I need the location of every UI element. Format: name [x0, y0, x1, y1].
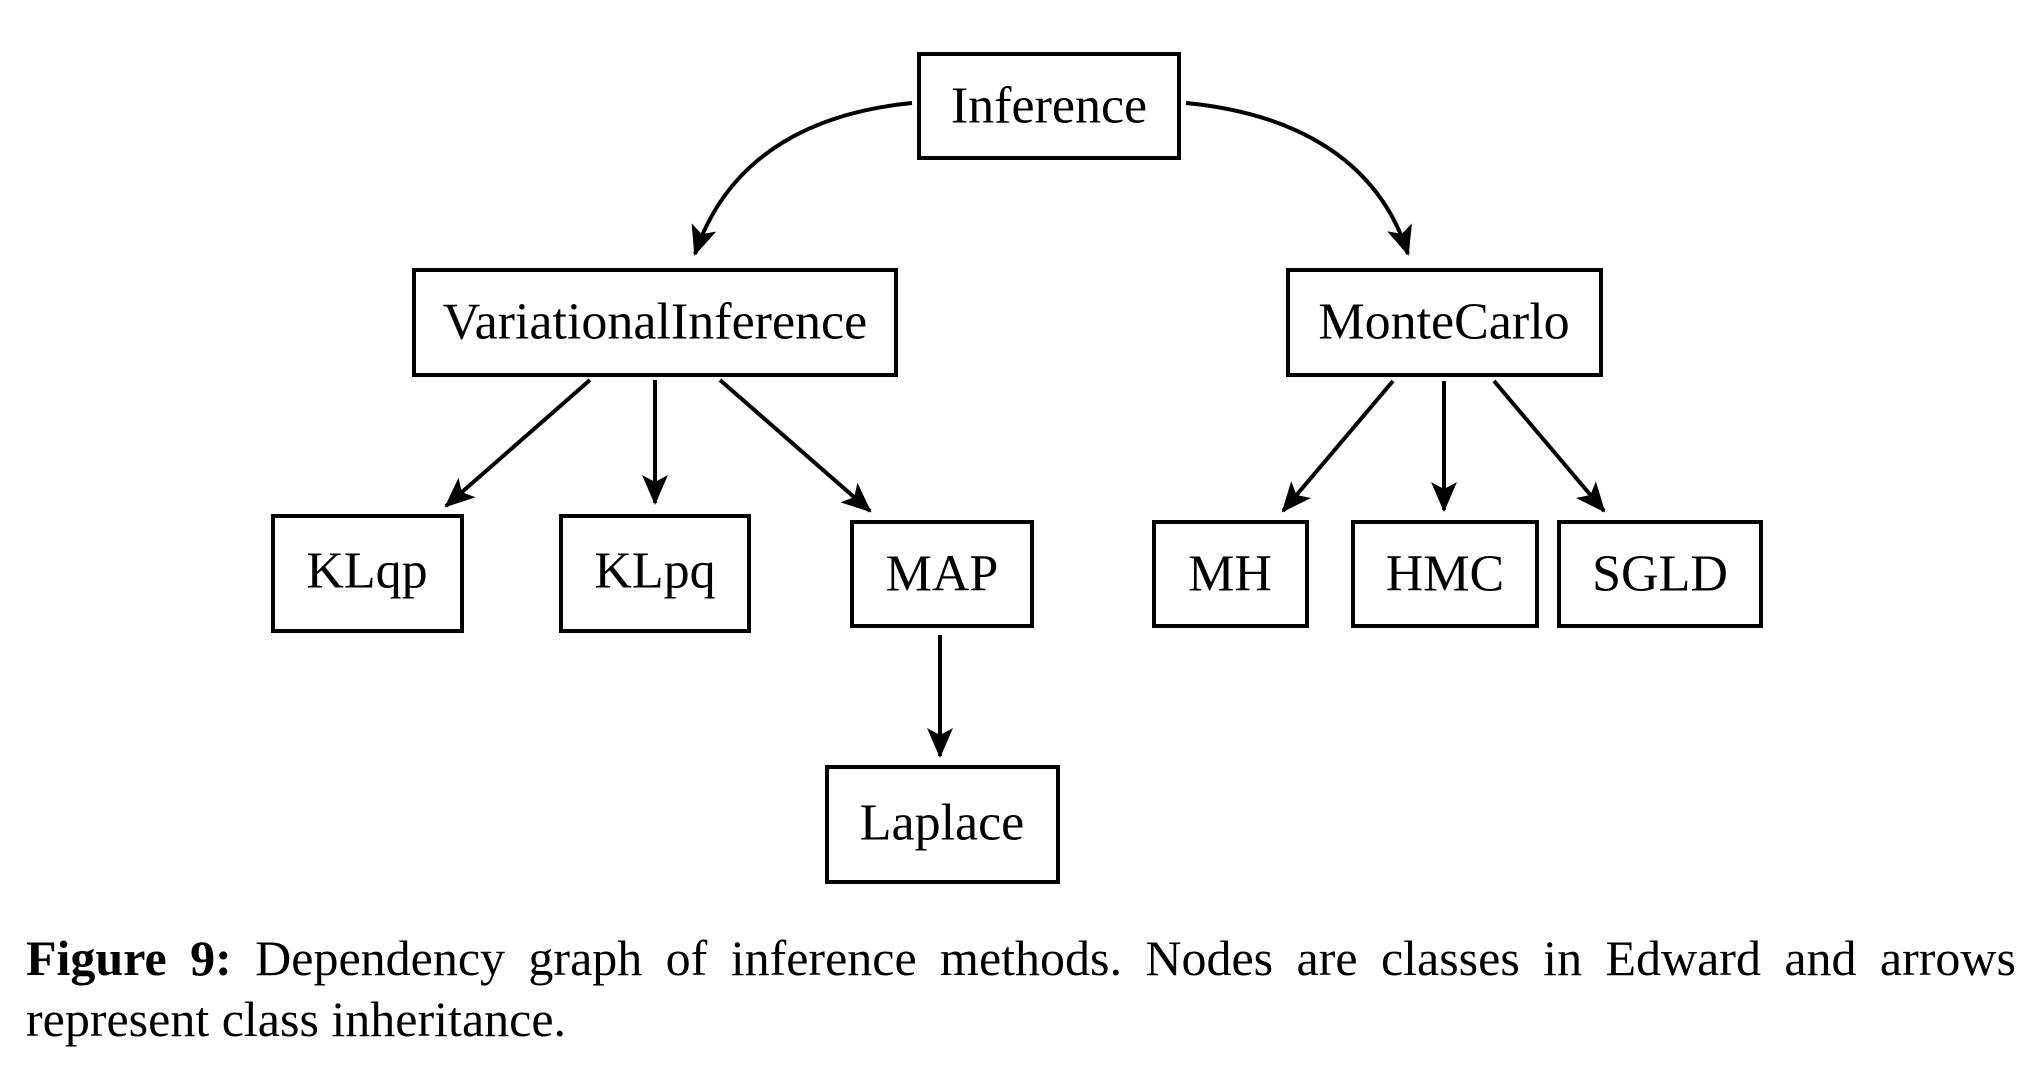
node-map-label: MAP	[886, 546, 999, 603]
edge-inference-to-variationalinference	[691, 101, 913, 256]
edge-montecarlo-to-sgld	[1492, 379, 1606, 513]
node-klpq-label: KLpq	[594, 543, 715, 600]
node-inference: Inference	[917, 52, 1181, 160]
edge-inference-to-montecarlo	[1185, 101, 1412, 256]
edge-variationalinference-to-map	[718, 378, 872, 513]
figure-caption: Figure 9: Dependency graph of inference …	[26, 928, 2016, 1050]
node-variationalinference: VariationalInference	[412, 268, 898, 377]
node-inference-label: Inference	[951, 78, 1147, 135]
node-variationalinference-label: VariationalInference	[443, 294, 867, 351]
node-klqp: KLqp	[271, 514, 464, 633]
edge-montecarlo-to-mh	[1281, 379, 1395, 513]
node-laplace-label: Laplace	[860, 795, 1025, 852]
node-klqp-label: KLqp	[306, 543, 427, 600]
node-montecarlo-label: MonteCarlo	[1318, 294, 1569, 351]
node-map: MAP	[850, 520, 1034, 628]
node-montecarlo: MonteCarlo	[1286, 268, 1603, 377]
node-laplace: Laplace	[825, 765, 1060, 884]
node-klpq: KLpq	[559, 514, 751, 633]
edge-variationalinference-to-klqp	[444, 378, 592, 508]
node-mh: MH	[1152, 520, 1309, 628]
node-hmc-label: HMC	[1386, 546, 1504, 603]
node-sgld-label: SGLD	[1592, 546, 1728, 603]
figure-caption-label: Figure 9:	[26, 930, 232, 986]
node-sgld: SGLD	[1557, 520, 1763, 628]
figure-caption-text: Dependency graph of inference methods. N…	[26, 930, 2016, 1047]
node-hmc: HMC	[1351, 520, 1539, 628]
node-mh-label: MH	[1188, 546, 1272, 603]
